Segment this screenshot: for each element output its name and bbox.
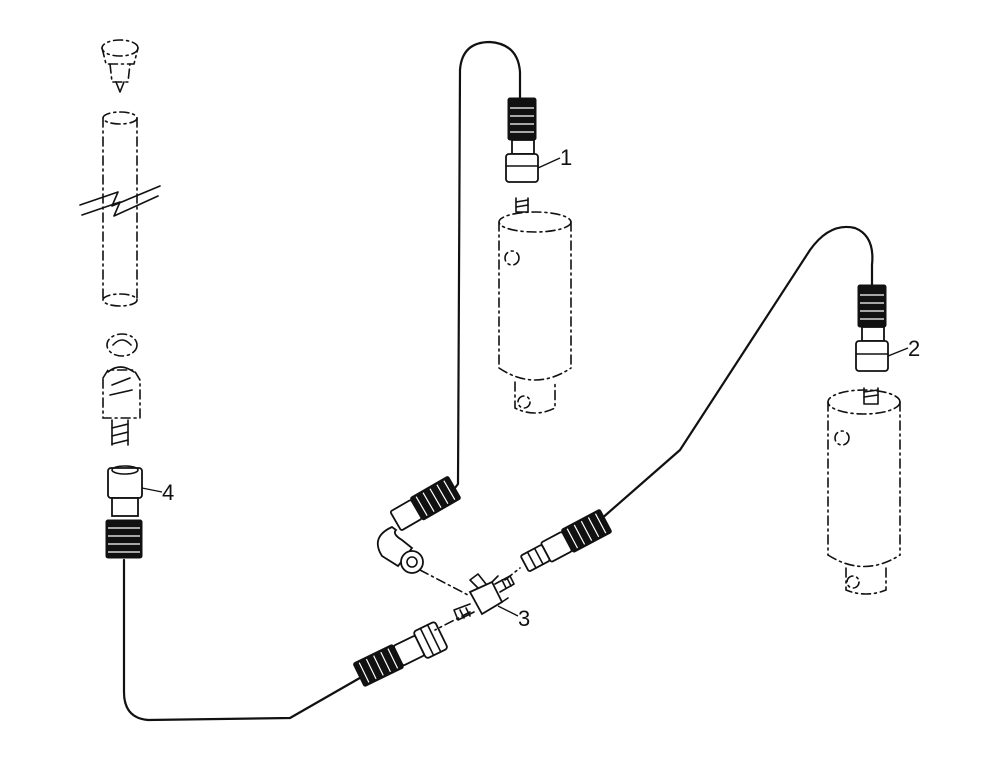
callout-1: 1 [537,145,572,170]
tube-top-end [102,111,138,125]
tee-fitting-3 [419,567,521,631]
callout-2: 2 [887,336,920,361]
callout-3: 3 [497,605,530,631]
callout-label-2: 2 [908,336,920,361]
right-hose-end [520,509,612,572]
fitting-4 [105,465,143,559]
callout-label-1: 1 [560,145,572,170]
tube-to-cylinder-1 [446,40,522,499]
tubing-routes [122,40,874,722]
cylinder-2 [827,387,901,595]
callout-label-4: 4 [162,480,174,505]
tube-to-cylinder-2 [598,225,874,522]
callout-label-3: 3 [518,606,530,631]
cylinder-1 [498,197,572,414]
tube-to-fitting-4 [122,558,367,722]
cap-top [101,39,139,57]
break-symbol [79,185,161,207]
fitting-2 [855,284,889,372]
elbow-hose-end [376,476,461,574]
coupling-body [102,369,141,419]
fitting-1 [505,97,539,183]
callout-4: 4 [141,480,174,505]
lower-hose-end [353,621,448,687]
dashed-component-stack [79,39,161,446]
ring-seal [106,333,138,357]
